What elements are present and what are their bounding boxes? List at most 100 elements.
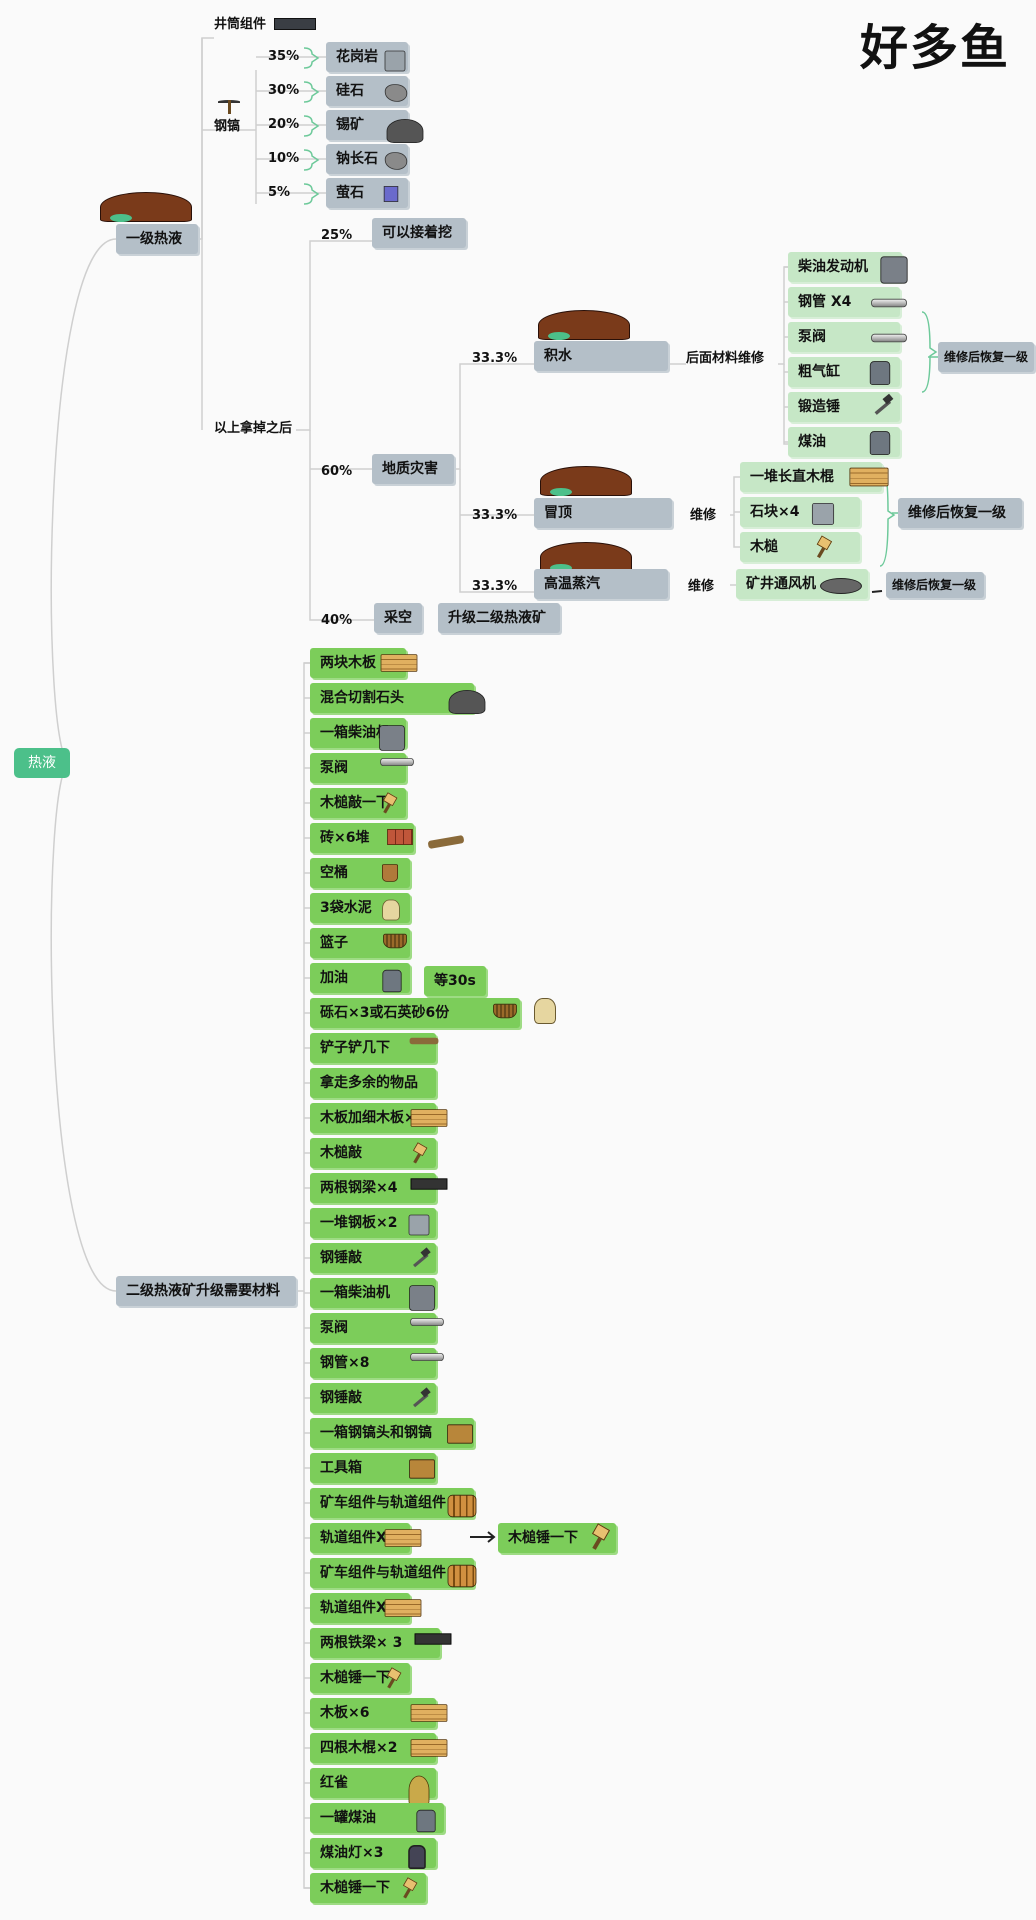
bricks-icon <box>387 829 413 845</box>
stone-pile-icon <box>448 690 486 714</box>
hammer-icon <box>409 1389 431 1407</box>
steam-result-node[interactable]: 维修后恢复一级 <box>886 572 984 598</box>
shaft-component-icon <box>274 18 316 30</box>
planks-icon <box>410 1704 448 1722</box>
steam-item-label: 矿井通风机 <box>746 576 816 592</box>
diesel-engine-icon <box>409 1285 435 1311</box>
bird-cage-icon <box>408 1775 430 1805</box>
upgrade-level2-node[interactable]: 升级二级热液矿 <box>438 603 560 633</box>
roof-result-node[interactable]: 维修后恢复一级 <box>898 498 1022 528</box>
tin-ore-icon <box>386 119 424 143</box>
step-node[interactable]: 矿车组件与轨道组件 <box>310 1558 474 1588</box>
roof-item-node[interactable]: 木槌 <box>740 532 860 562</box>
water-node[interactable]: 积水 <box>534 341 668 371</box>
step-label: 3袋水泥 <box>320 900 372 916</box>
step-label: 砾石×3或石英砂6份 <box>320 1005 450 1021</box>
steam-mound-icon <box>540 540 632 572</box>
pct-60: 60% <box>321 464 353 479</box>
bucket-icon <box>382 864 398 882</box>
basket-icon <box>383 933 407 949</box>
step-label: 两根铁梁× 3 <box>320 1635 403 1651</box>
level1-node[interactable]: 一级热液 <box>116 224 198 254</box>
iron-beam-icon <box>414 1633 452 1645</box>
diesel-engine-icon <box>880 256 908 284</box>
step-label: 工具箱 <box>320 1460 362 1476</box>
albite-icon <box>384 152 408 170</box>
pct-25: 25% <box>321 228 353 243</box>
water-item-label: 柴油发动机 <box>798 259 868 275</box>
step-node[interactable]: 钢管×8 <box>310 1348 436 1378</box>
level2-node[interactable]: 二级热液矿升级需要材料 <box>116 1276 296 1306</box>
water-mound-icon <box>538 308 630 340</box>
step-label: 木板×6 <box>320 1705 370 1721</box>
drop-node[interactable]: 钠长石 <box>326 144 408 174</box>
step-label: 钢锤敲 <box>320 1250 362 1266</box>
roof-edge-label: 维修 <box>690 508 717 523</box>
silica-icon <box>384 84 408 102</box>
root-node[interactable]: 热液 <box>14 748 70 778</box>
step-label: 矿车组件与轨道组件 <box>320 1495 446 1511</box>
roof-item-label: 石块×4 <box>750 504 800 520</box>
step-node[interactable]: 矿车组件与轨道组件 <box>310 1488 474 1518</box>
planks-icon <box>380 654 418 672</box>
continue-dig-node[interactable]: 可以接着挖 <box>372 218 466 248</box>
step-node[interactable]: 两根钢梁×4 <box>310 1173 436 1203</box>
water-item-label: 钢管 X4 <box>798 294 852 310</box>
roof-node[interactable]: 冒顶 <box>534 498 672 528</box>
steam-node[interactable]: 高温蒸汽 <box>534 569 668 599</box>
roof-item-label: 一堆长直木棍 <box>750 469 834 485</box>
step-label: 一罐煤油 <box>320 1810 376 1826</box>
cart-icon <box>447 1494 477 1518</box>
planks-icon <box>410 1109 448 1127</box>
step-node[interactable]: 砾石×3或石英砂6份 <box>310 998 520 1028</box>
roof-mound-icon <box>540 464 632 496</box>
kerosene-can-icon <box>869 431 891 455</box>
step-label: 煤油灯×3 <box>320 1845 384 1861</box>
steel-plate-icon <box>408 1214 430 1236</box>
pickaxe-crate-icon <box>447 1424 473 1444</box>
step-label: 一箱柴油机 <box>320 725 390 741</box>
mallet-icon <box>398 1879 416 1898</box>
mallet-icon <box>812 538 831 558</box>
step-node[interactable]: 混合切割石头 <box>310 683 474 713</box>
water-item-node[interactable]: 钢管 X4 <box>788 287 900 317</box>
step-label: 篮子 <box>320 935 348 951</box>
step-label: 矿车组件与轨道组件 <box>320 1565 446 1581</box>
step-label: 木槌锤一下 <box>320 1880 390 1896</box>
step-label: 木板加细木板×4 <box>320 1110 426 1126</box>
kerosene-can-icon <box>416 1809 436 1833</box>
step-label: 空桶 <box>320 865 348 881</box>
step-label: 四根木棍×2 <box>320 1740 398 1756</box>
drop-pct: 20% <box>268 117 300 132</box>
drop-pct: 5% <box>268 185 291 200</box>
depleted-node[interactable]: 采空 <box>374 603 422 633</box>
roof-item-node[interactable]: 石块×4 <box>740 497 860 527</box>
shovel-icon <box>409 1037 439 1045</box>
basket-icon <box>493 1003 517 1019</box>
steam-edge-label: 维修 <box>688 579 715 594</box>
water-result-node[interactable]: 维修后恢复一级 <box>938 342 1034 372</box>
water-item-label: 锻造锤 <box>798 399 840 415</box>
step-node[interactable]: 木板加细木板×4 <box>310 1103 436 1133</box>
long-sticks-icon <box>849 467 889 487</box>
drop-label: 锡矿 <box>336 117 364 133</box>
disaster-node[interactable]: 地质灾害 <box>372 454 454 484</box>
cylinder-icon <box>869 361 891 385</box>
step-label: 木槌敲 <box>320 1145 362 1161</box>
step-node[interactable]: 拿走多余的物品 <box>310 1068 436 1098</box>
shaft-component-label: 井筒组件 <box>214 17 267 32</box>
page-title: 好多鱼 <box>860 20 1011 76</box>
step-label: 泵阀 <box>320 1320 348 1336</box>
toolbox-icon <box>409 1459 435 1479</box>
drop-label: 萤石 <box>336 185 364 201</box>
granite-icon <box>384 50 406 72</box>
step-label: 泵阀 <box>320 760 348 776</box>
mallet-icon <box>408 1144 426 1163</box>
wait-node[interactable]: 等30s <box>424 966 486 996</box>
roof-item-label: 木槌 <box>750 539 778 555</box>
steel-pipe-icon <box>871 298 907 308</box>
step-node[interactable]: 一箱钢镐头和钢镐 <box>310 1418 474 1448</box>
steel-pipe-icon <box>410 1353 444 1361</box>
fluorite-icon <box>383 186 399 202</box>
drop-pct: 35% <box>268 49 300 64</box>
